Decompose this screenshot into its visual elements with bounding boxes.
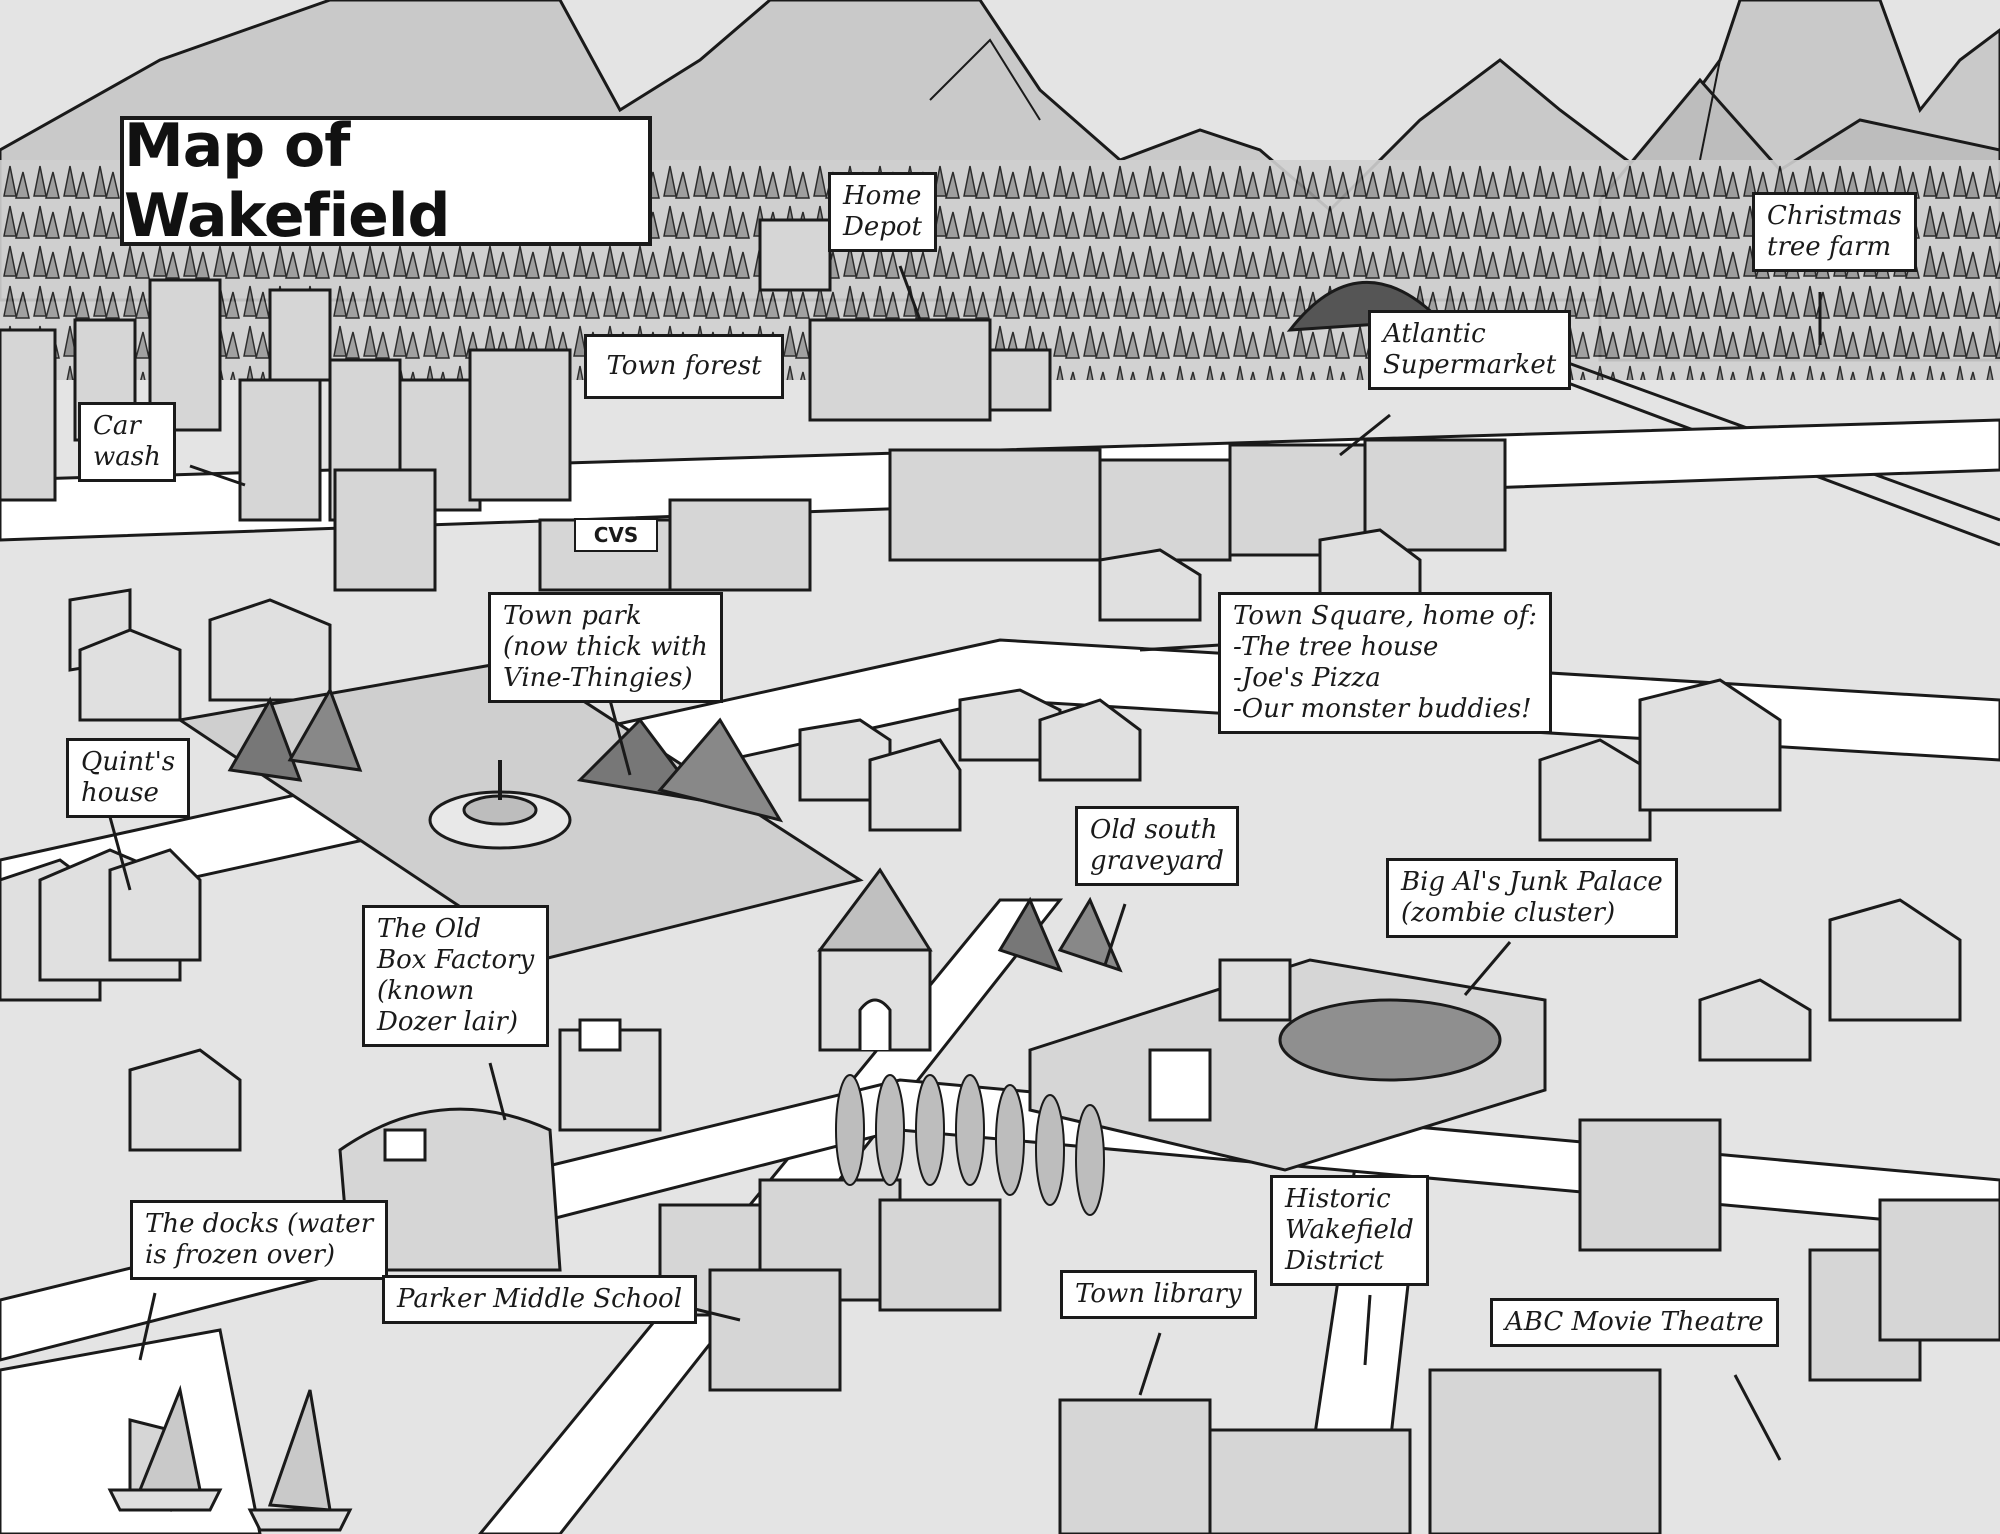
label-line: -Joe's Pizza: [1233, 663, 1381, 693]
label-line: Historic: [1285, 1184, 1391, 1214]
label-line: Supermarket: [1383, 350, 1557, 380]
town-park-area: [176, 658, 864, 962]
map-title-box: Map of Wakefield: [120, 111, 652, 251]
junk-palace-area: [1028, 958, 1547, 1172]
docks-area: [0, 1328, 353, 1534]
houses: [0, 528, 1962, 1152]
label-line: The docks (water: [145, 1209, 374, 1239]
label-line: Depot: [843, 212, 922, 242]
label-line: Wakefield: [1285, 1215, 1414, 1245]
label-line: Vine-Thingies): [503, 663, 693, 693]
label-line: Parker Middle School: [397, 1284, 683, 1314]
label-town-square: Town Square, home of:-The tree house-Joe…: [1218, 592, 1553, 734]
label-line: (zombie cluster): [1401, 898, 1616, 928]
label-line: Atlantic: [1383, 319, 1486, 349]
label-line: Big Al's Junk Palace: [1401, 867, 1663, 897]
label-line: Box Factory: [377, 945, 535, 975]
label-line: Old south: [1090, 815, 1218, 845]
graveyard-area: [817, 867, 1123, 1052]
south-buildings: [1058, 1118, 2000, 1534]
label-line: District: [1285, 1246, 1384, 1276]
label-town-library: Town library: [1060, 1270, 1257, 1319]
label-line: ABC Movie Theatre: [1505, 1307, 1764, 1337]
middle-school-area: [658, 1178, 1002, 1392]
label-line: Dozer lair): [377, 1007, 518, 1037]
label-line: graveyard: [1090, 846, 1224, 876]
label-line: Home: [843, 181, 922, 211]
cvs-sign: CVS: [574, 518, 658, 552]
label-line: Town Square, home of:: [1233, 601, 1538, 631]
label-abc-movie-theatre: ABC Movie Theatre: [1490, 1298, 1779, 1347]
label-arrows: [108, 265, 1822, 1461]
label-parker-middle-school: Parker Middle School: [382, 1275, 698, 1324]
label-line: -The tree house: [1233, 632, 1439, 662]
map-title: Map of Wakefield: [124, 111, 450, 251]
label-line: house: [81, 778, 159, 808]
label-line: Christmas: [1767, 201, 1902, 231]
label-line: is frozen over): [145, 1240, 336, 1270]
label-line: Town park: [503, 601, 642, 631]
label-line: -Our monster buddies!: [1233, 694, 1532, 724]
label-line: Quint's: [81, 747, 176, 777]
label-line: Town library: [1075, 1279, 1242, 1309]
label-line: tree farm: [1767, 232, 1892, 262]
label-line: The Old: [377, 914, 482, 944]
label-town-forest: Town forest: [584, 334, 784, 399]
label-line: (known: [377, 976, 475, 1006]
label-big-als-junk-palace: Big Al's Junk Palace(zombie cluster): [1386, 858, 1678, 938]
label-line: Town forest: [606, 351, 762, 381]
cypress-row: [835, 1074, 1105, 1216]
box-factory-area: [338, 1018, 662, 1272]
label-line: Car: [93, 411, 141, 441]
label-line: (now thick with: [503, 632, 708, 662]
label-line: wash: [93, 442, 161, 472]
